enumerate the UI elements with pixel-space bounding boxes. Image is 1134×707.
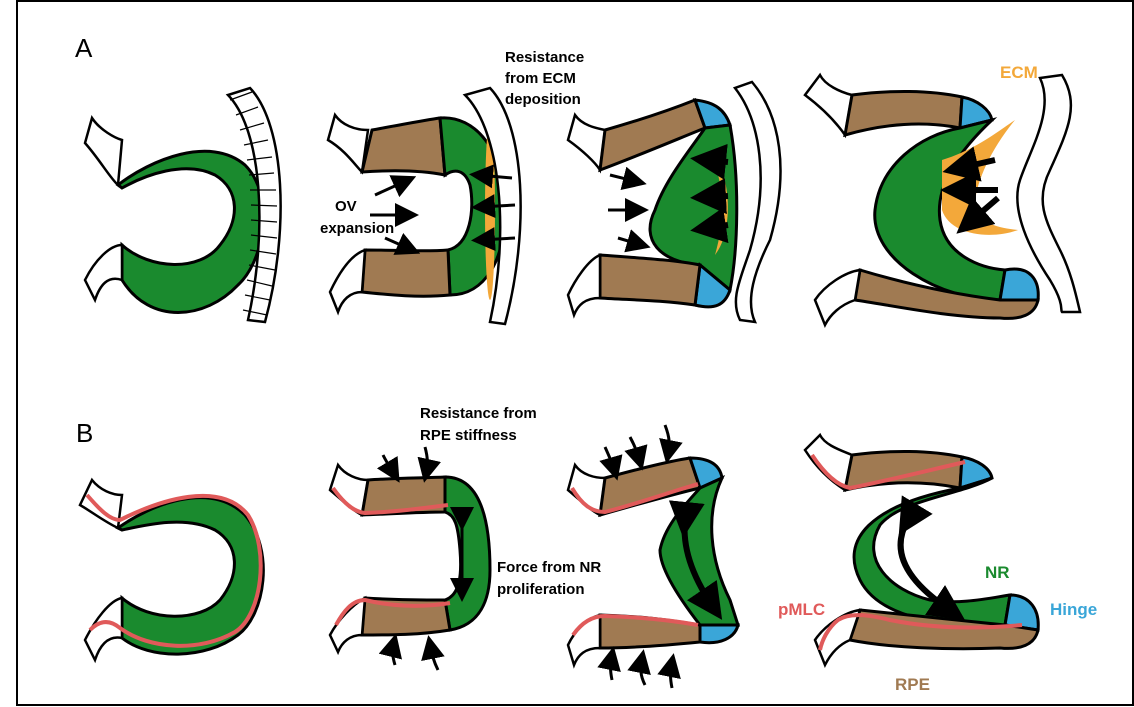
ecm-resistance-label-line1: Resistance	[505, 49, 584, 66]
ov-expansion-label-line1: OV	[335, 198, 357, 215]
ov-expansion-label-line2: expansion	[320, 220, 394, 237]
panel-b-stage-1	[80, 480, 263, 660]
panel-a-stage-4: ECM	[805, 63, 1080, 325]
ecm-resistance-label-line3: deposition	[505, 91, 581, 108]
panel-a-stage-1	[85, 88, 281, 322]
panel-a-stage-3	[568, 82, 780, 322]
rpe-resistance-label-line2: RPE stiffness	[420, 427, 517, 444]
pmlc-legend-label: pMLC	[778, 600, 825, 619]
nr-force-label-line2: proliferation	[497, 581, 585, 598]
panel-a-stage-2	[328, 88, 521, 324]
panel-a-label: A	[75, 33, 93, 63]
panel-b-stage-4	[805, 435, 1038, 665]
nr-force-label-line1: Force from NR	[497, 559, 601, 576]
ecm-resistance-label-line2: from ECM	[505, 70, 576, 87]
ecm-label: ECM	[1000, 63, 1038, 82]
panel-b-label: B	[76, 418, 93, 448]
panel-b-stage-2	[330, 447, 490, 670]
rpe-legend-label: RPE	[895, 675, 930, 694]
rpe-resistance-label-line1: Resistance from	[420, 405, 537, 422]
hinge-legend-label: Hinge	[1050, 600, 1097, 619]
nr-legend-label: NR	[985, 563, 1010, 582]
panel-b-stage-3	[568, 425, 738, 688]
